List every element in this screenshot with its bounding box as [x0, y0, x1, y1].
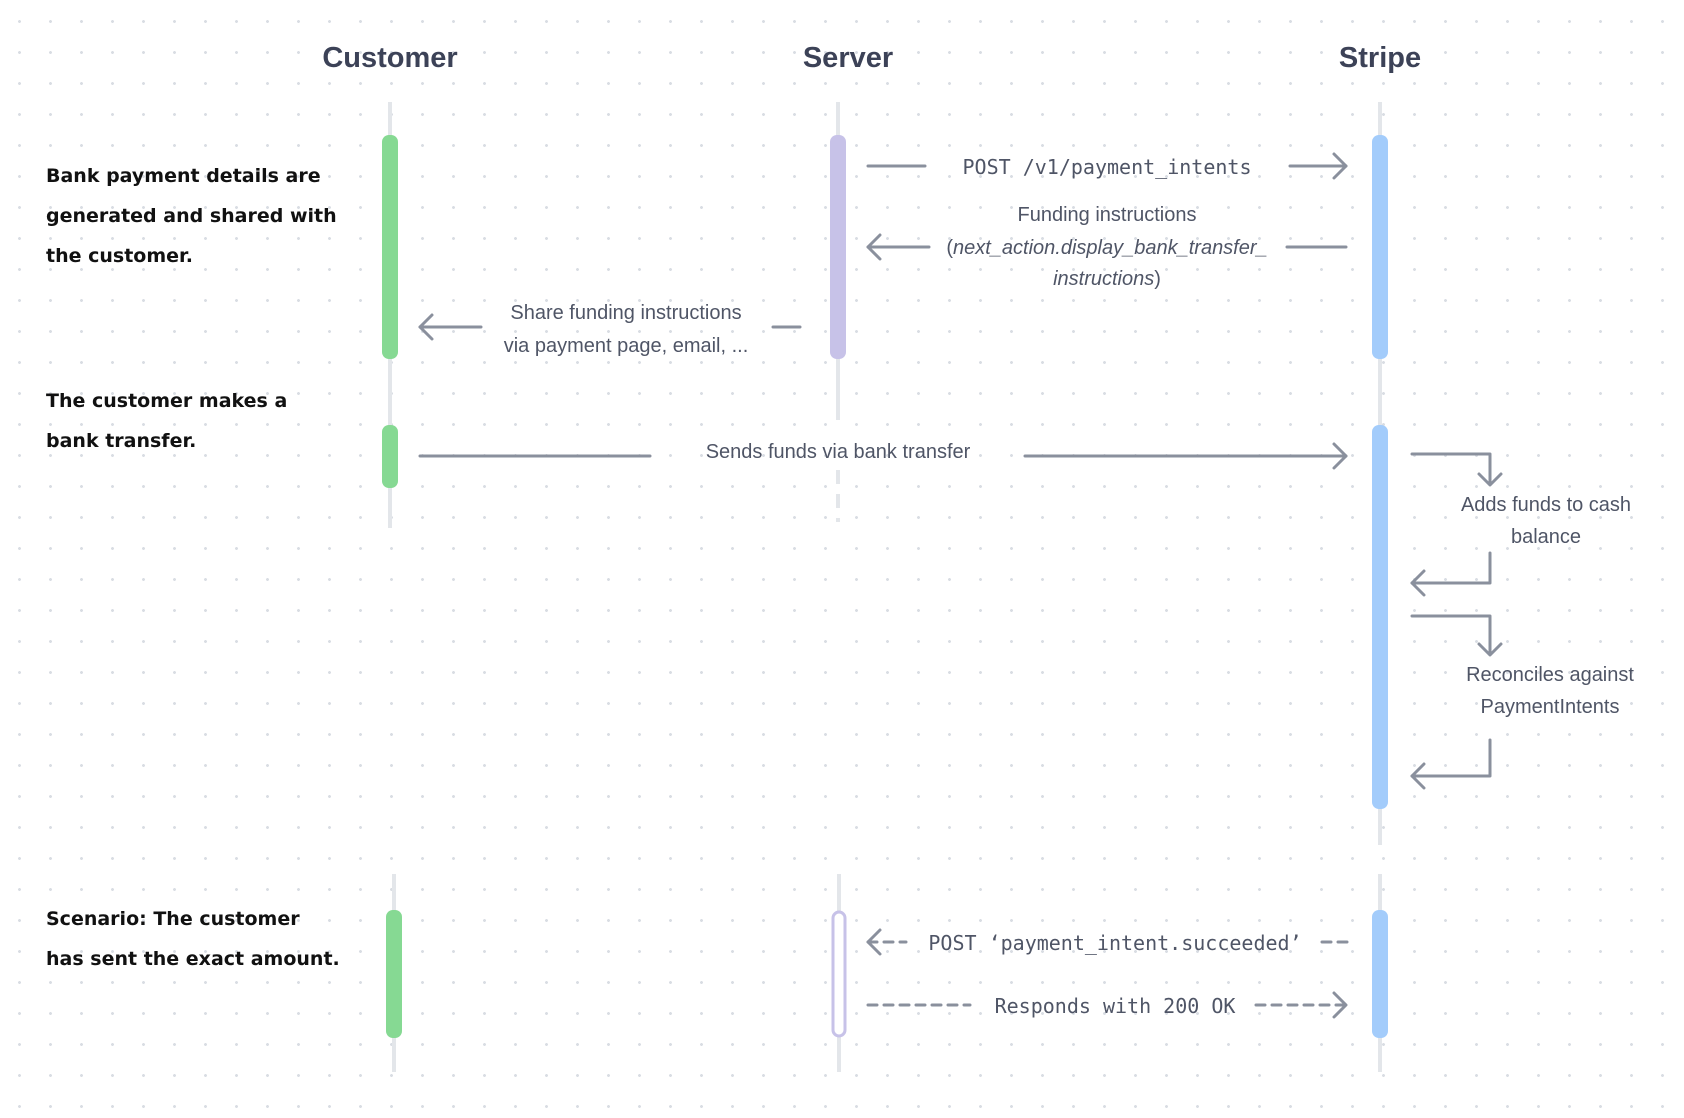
- svg-text:via payment page, email, ...: via payment page, email, ...: [504, 335, 749, 357]
- stripe-activation-bar: [1372, 135, 1388, 359]
- server-activation-bar-scenario: [831, 910, 847, 1038]
- arrow-down-icon: [1477, 642, 1503, 657]
- svg-text:instructions): instructions): [1053, 268, 1161, 290]
- svg-text:Responds with 200 OK: Responds with 200 OK: [995, 994, 1236, 1018]
- svg-text:Reconciles against: Reconciles against: [1466, 664, 1634, 686]
- svg-text:Adds funds to cash: Adds funds to cash: [1461, 494, 1631, 516]
- note-bank-transfer: The customer makes a bank transfer.: [46, 390, 287, 452]
- note-scenario: Scenario: The customer has sent the exac…: [46, 908, 340, 970]
- note-bank-details: Bank payment details are generated and s…: [46, 165, 337, 267]
- svg-text:Scenario: The customer: Scenario: The customer: [46, 908, 300, 930]
- svg-text:generated and shared with: generated and shared with: [46, 205, 337, 227]
- arrow-left-icon: [866, 928, 882, 956]
- arrow-right-icon: [1332, 152, 1348, 180]
- customer-activation-bar: [382, 135, 398, 359]
- message-funding-instructions: Funding instructions (next_action.displa…: [866, 204, 1348, 290]
- self-message-adds-funds: Adds funds to cash balance: [1410, 452, 1631, 597]
- stripe-activation-bar-transfer: [1372, 425, 1388, 809]
- svg-text:bank transfer.: bank transfer.: [46, 430, 196, 452]
- self-message-reconciles: Reconciles against PaymentIntents: [1410, 614, 1634, 790]
- participant-server: Server: [803, 42, 893, 74]
- stripe-activation-bar-scenario: [1372, 910, 1388, 1038]
- server-activation-bar: [830, 135, 846, 359]
- message-responds: Responds with 200 OK: [866, 991, 1348, 1019]
- svg-text:Funding instructions: Funding instructions: [1018, 204, 1197, 226]
- arrow-left-icon: [418, 313, 434, 341]
- svg-text:POST /v1/payment_intents: POST /v1/payment_intents: [963, 155, 1252, 179]
- message-share-funding: Share funding instructions via payment p…: [418, 302, 802, 357]
- arrow-down-icon: [1477, 472, 1503, 487]
- svg-text:PaymentIntents: PaymentIntents: [1481, 696, 1620, 718]
- svg-text:POST ‘payment_intent.succeeded: POST ‘payment_intent.succeeded’: [928, 931, 1301, 955]
- svg-text:(next_action.display_bank_tran: (next_action.display_bank_transfer_: [946, 237, 1267, 259]
- arrow-right-icon: [1332, 442, 1348, 470]
- svg-text:Share funding instructions: Share funding instructions: [510, 302, 741, 324]
- participant-stripe: Stripe: [1339, 42, 1421, 74]
- arrow-left-icon: [1410, 569, 1426, 597]
- arrow-right-icon: [1332, 991, 1348, 1019]
- customer-activation-bar-transfer: [382, 425, 398, 488]
- svg-text:has sent the exact amount.: has sent the exact amount.: [46, 948, 340, 970]
- customer-activation-bar-scenario: [386, 910, 402, 1038]
- svg-text:Sends funds via bank transfer: Sends funds via bank transfer: [706, 441, 971, 463]
- svg-text:Bank payment details are: Bank payment details are: [46, 165, 321, 187]
- message-webhook: POST ‘payment_intent.succeeded’: [866, 928, 1354, 956]
- svg-text:balance: balance: [1511, 526, 1581, 548]
- svg-text:the customer.: the customer.: [46, 245, 193, 267]
- message-sends-funds: Sends funds via bank transfer: [418, 441, 1348, 470]
- svg-text:The customer makes a: The customer makes a: [46, 390, 287, 412]
- message-post-payment-intents: POST /v1/payment_intents: [866, 152, 1348, 180]
- arrow-left-icon: [1410, 762, 1426, 790]
- participant-customer: Customer: [322, 42, 457, 74]
- arrow-left-icon: [866, 233, 882, 261]
